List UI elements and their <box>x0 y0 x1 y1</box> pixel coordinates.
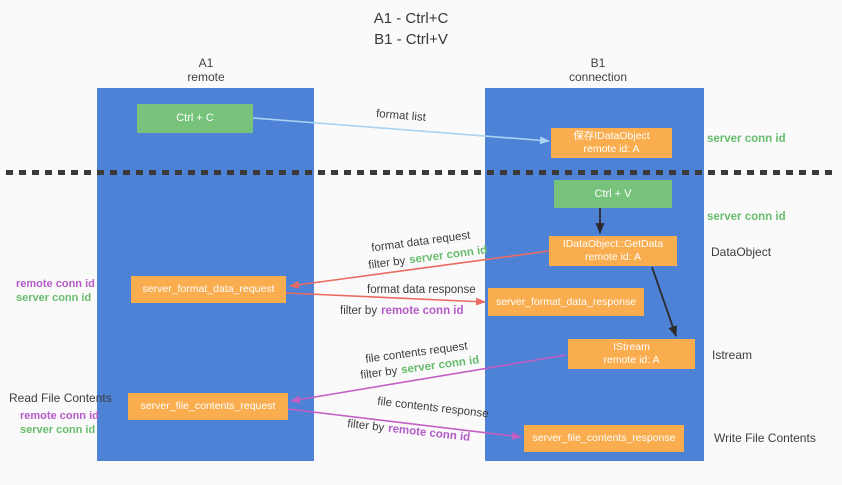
node-file-response-label: server_file_contents_response <box>532 432 676 444</box>
node-istream: IStream remote id: A <box>568 339 695 369</box>
left-server-conn-id: server conn id <box>16 292 92 304</box>
right-label-write-file-contents: Write File Contents <box>714 431 816 445</box>
node-idataobject-getdata: IDataObject::GetData remote id: A <box>549 236 677 266</box>
right-label-server-conn-id-top: server conn id <box>707 133 786 145</box>
node-istream-line1: IStream <box>613 341 650 353</box>
edge-label-file-contents-response: file contents response <box>376 395 490 421</box>
remote-conn-id-text: remote conn id <box>381 305 464 317</box>
diagram-title: A1 - Ctrl+C B1 - Ctrl+V <box>311 8 511 50</box>
lane-b1-name: B1 <box>590 56 606 70</box>
edge-label-filter-by-remote-conn-id-2: filter by remote conn id <box>347 418 471 444</box>
node-ctrl-c-label: Ctrl + C <box>176 112 214 124</box>
lane-a1-role: remote <box>187 70 225 84</box>
left-conn-id-pair-file: remote conn id server conn id <box>20 409 99 437</box>
lane-a1-name: A1 <box>198 56 214 70</box>
filter-by-text: filter by <box>367 255 407 272</box>
filter-by-text: filter by <box>359 365 399 382</box>
filter-by-text: filter by <box>340 305 378 317</box>
node-server-file-contents-response: server_file_contents_response <box>524 425 684 452</box>
right-label-server-conn-id-mid: server conn id <box>707 211 786 223</box>
node-getdata-line2: remote id: A <box>584 251 642 263</box>
edge-label-format-list: format list <box>375 108 427 124</box>
node-server-format-data-request: server_format_data_request <box>131 276 286 303</box>
node-format-request-label: server_format_data_request <box>142 283 275 295</box>
node-file-request-label: server_file_contents_request <box>140 400 276 412</box>
lane-b1-role: connection <box>568 70 628 84</box>
remote-conn-id-text: remote conn id <box>387 422 471 444</box>
node-save-idataobject-line1: 保存IDataObject <box>573 130 650 142</box>
left-remote-conn-id: remote conn id <box>20 410 99 422</box>
title-line-2: B1 - Ctrl+V <box>374 31 448 48</box>
title-line-1: A1 - Ctrl+C <box>373 10 449 27</box>
left-label-read-file-contents: Read File Contents <box>9 391 112 405</box>
node-server-format-data-response: server_format_data_response <box>488 288 644 316</box>
node-save-idataobject: 保存IDataObject remote id: A <box>551 128 672 158</box>
edge-label-filter-by-remote-conn-id-1: filter by remote conn id <box>340 305 464 317</box>
lane-header-a1: A1 remote <box>146 56 266 84</box>
node-save-idataobject-line2: remote id: A <box>583 143 640 155</box>
lane-header-b1: B1 connection <box>538 56 658 84</box>
right-label-dataobject: DataObject <box>711 245 772 259</box>
right-label-istream: Istream <box>712 348 753 362</box>
edge-label-format-data-response: format data response <box>367 284 476 296</box>
left-server-conn-id: server conn id <box>20 424 96 436</box>
node-ctrl-c: Ctrl + C <box>137 104 253 133</box>
session-divider-dotted-line <box>6 170 836 175</box>
node-server-file-contents-request: server_file_contents_request <box>128 393 288 420</box>
node-format-response-label: server_format_data_response <box>495 295 637 308</box>
left-remote-conn-id: remote conn id <box>16 278 95 290</box>
left-conn-id-pair-format: remote conn id server conn id <box>16 277 95 305</box>
node-ctrl-v: Ctrl + V <box>554 180 672 208</box>
filter-by-text: filter by <box>346 418 385 435</box>
node-ctrl-v-label: Ctrl + V <box>594 187 632 200</box>
node-istream-line2: remote id: A <box>603 354 660 366</box>
node-getdata-line1: IDataObject::GetData <box>562 238 664 250</box>
